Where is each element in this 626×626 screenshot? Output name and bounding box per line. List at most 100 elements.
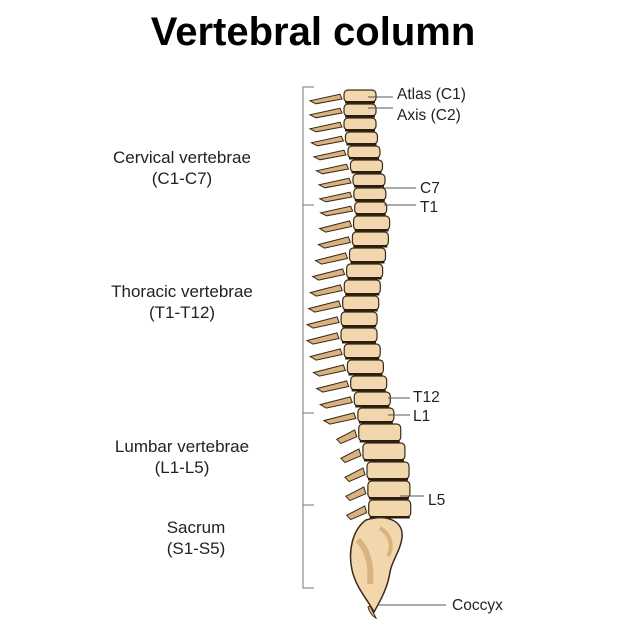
intervertebral-disc [355,405,390,408]
intervertebral-disc [345,293,380,296]
intervertebral-disc [368,478,409,481]
region-thoracic: Thoracic vertebrae (T1-T12) [72,281,292,323]
vertebra-body [351,231,389,247]
vertebra-body [349,159,384,173]
intervertebral-disc [350,261,385,264]
intervertebral-disc [354,229,389,232]
intervertebral-disc [345,129,375,132]
spinous-process [317,236,352,249]
vertebra-body [342,295,380,311]
vertebra-body [354,201,388,215]
intervertebral-disc [355,213,386,216]
vertebra-body [350,375,388,391]
label-coccyx: Coccyx [452,597,503,614]
label-atlas: Atlas (C1) [397,86,466,103]
region-brackets [302,86,314,589]
spinous-process [312,364,347,377]
intervertebral-disc [368,497,409,500]
vertebra-body [343,89,377,103]
intervertebral-disc [345,115,375,118]
region-sacrum: Sacrum (S1-S5) [86,517,306,559]
intervertebral-disc [359,440,400,443]
spinous-process [318,220,353,233]
region-cervical-name: Cervical vertebrae [113,148,251,167]
spinous-process [315,380,350,393]
vertebra-body [366,461,410,480]
region-sacrum-name: Sacrum [166,518,226,537]
label-c7: C7 [420,180,440,197]
spinous-process [308,121,343,133]
vertebra-body [346,263,384,279]
coccyx-shape [367,605,378,620]
vertebra-body [343,343,381,359]
region-cervical: Cervical vertebrae (C1-C7) [72,147,292,189]
spinous-process [318,191,353,203]
vertebra-body [348,247,387,263]
region-sacrum-range: (S1-S5) [166,539,226,558]
intervertebral-disc [354,185,384,188]
spinous-process [305,332,340,345]
spinous-process [308,348,343,361]
spinous-process [314,163,350,175]
spinous-process [344,467,366,483]
spinous-process [311,268,346,281]
region-lumbar: Lumbar vertebrae (L1-L5) [72,436,292,478]
label-t1: T1 [420,199,438,216]
vertebra-body [368,499,412,518]
region-cervical-range: (C1-C7) [151,169,213,188]
intervertebral-disc [369,516,410,519]
spinous-process [314,252,349,265]
spinous-process [308,107,343,119]
intervertebral-disc [363,459,404,462]
spinous-process [319,205,354,217]
vertebra-body [344,131,379,145]
vertebra-body [358,423,402,442]
vertebra-body [362,442,406,461]
vertebra-body [340,327,378,343]
vertebra-body [347,145,381,159]
intervertebral-disc [351,171,382,174]
spinous-process [317,177,352,189]
label-l1: L1 [413,408,430,425]
intervertebral-disc [348,373,383,376]
spinous-process [308,284,343,297]
spine [305,89,412,521]
region-lumbar-range: (L1-L5) [154,458,210,477]
spinous-process [335,429,358,445]
intervertebral-disc [345,357,380,360]
intervertebral-disc [348,157,379,160]
intervertebral-disc [358,421,393,424]
intervertebral-disc [342,325,377,328]
vertebra-body [353,391,391,407]
intervertebral-disc [351,389,386,392]
sacrum-shape [349,517,403,614]
vertebra-body [367,480,411,499]
intervertebral-disc [347,277,382,280]
spinous-process [322,412,357,425]
vertebra-body [352,173,386,187]
vertebra-body [346,359,384,375]
spinous-process [312,149,347,161]
vertebra-body [343,279,381,295]
bracket-sacrum [302,505,314,589]
spinous-process [308,93,343,105]
intervertebral-disc [345,101,375,104]
bracket-lumbar [302,413,314,506]
region-thoracic-name: Thoracic vertebrae [111,282,253,301]
label-l5: L5 [428,492,445,509]
diagram-title: Vertebral column [150,10,476,54]
intervertebral-disc [346,143,377,146]
region-thoracic-range: (T1-T12) [148,303,216,322]
vertebra-body [340,311,378,327]
intervertebral-disc [353,245,388,248]
vertebra-body [343,103,377,117]
vertebra-body [353,187,387,201]
spinous-process [345,486,367,502]
intervertebral-disc [354,199,385,202]
label-axis: Axis (C2) [397,107,461,124]
intervertebral-disc [343,309,378,312]
label-t12: T12 [413,389,440,406]
bracket-cervical [302,86,314,206]
